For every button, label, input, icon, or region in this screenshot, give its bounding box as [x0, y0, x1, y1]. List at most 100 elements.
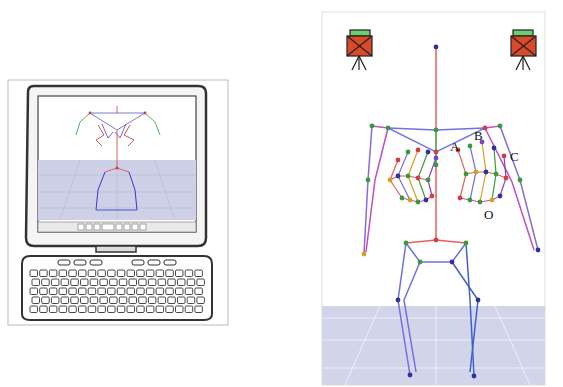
keyboard-key — [137, 270, 145, 277]
marker-dot — [536, 248, 541, 253]
keyboard-key — [176, 288, 184, 295]
keyboard-key — [59, 306, 67, 313]
keyboard-key — [195, 288, 203, 295]
marker-dot — [468, 198, 473, 203]
marker-dot — [504, 176, 509, 181]
keyboard-key — [127, 270, 135, 277]
keyboard-key — [148, 279, 156, 286]
keyboard-key — [79, 270, 87, 277]
point-label: C — [510, 150, 519, 163]
marker-dot — [472, 374, 477, 379]
keyboard-key — [117, 270, 125, 277]
keyboard-key — [51, 297, 59, 304]
floor-grid — [322, 306, 545, 385]
point-label: O — [484, 208, 493, 221]
keyboard-key — [119, 297, 127, 304]
marker-dot — [424, 198, 429, 203]
keyboard-key — [30, 306, 38, 313]
keyboard-key — [71, 279, 79, 286]
marker-dot — [362, 252, 367, 257]
keyboard-key — [168, 297, 176, 304]
keyboard-key — [81, 297, 89, 304]
marker-dot — [464, 241, 469, 246]
keyboard-key — [108, 270, 116, 277]
keyboard-key — [79, 288, 87, 295]
keyboard-key — [49, 306, 57, 313]
keyboard-key — [146, 288, 154, 295]
marker-dot — [408, 373, 413, 378]
marker-dot — [418, 260, 423, 265]
keyboard-key — [195, 306, 203, 313]
keyboard-key — [90, 297, 98, 304]
keyboard-key — [137, 288, 145, 295]
keyboard-key — [88, 270, 96, 277]
panel-frame — [322, 12, 545, 385]
marker-dot — [366, 178, 371, 183]
keyboard-key — [117, 288, 125, 295]
keyboard-key — [30, 270, 38, 277]
marker-dot — [434, 45, 439, 50]
keyboard-key — [117, 306, 125, 313]
marker-dot — [502, 154, 507, 159]
marker-dot — [408, 198, 413, 203]
keyboard-key — [185, 306, 193, 313]
marker-dot — [400, 196, 405, 201]
keyboard-key — [90, 279, 98, 286]
marker-dot — [396, 158, 401, 163]
keyboard-key — [185, 288, 193, 295]
marker-dot — [490, 198, 495, 203]
keyboard-key — [129, 279, 137, 286]
keyboard-key — [146, 270, 154, 277]
keyboard-key — [156, 306, 164, 313]
marker-dot — [396, 298, 401, 303]
camera-icon — [347, 30, 372, 70]
keyboard-key — [197, 279, 205, 286]
keyboard-key — [166, 288, 174, 295]
marker-dot — [406, 150, 411, 155]
keyboard-key — [100, 279, 108, 286]
keyboard-key — [127, 306, 135, 313]
keyboard-key — [108, 288, 116, 295]
keyboard-key — [166, 270, 174, 277]
keyboard-key — [129, 297, 137, 304]
keyboard-key — [40, 306, 48, 313]
keyboard-key — [158, 297, 166, 304]
keyboard-key — [139, 297, 147, 304]
keyboard-key — [51, 279, 59, 286]
keyboard-key — [178, 297, 186, 304]
keyboard-key — [168, 279, 176, 286]
marker-dot — [370, 124, 375, 129]
keyboard-key — [110, 297, 118, 304]
keyboard-key — [98, 306, 106, 313]
computer-drawing — [22, 86, 212, 320]
keyboard-key — [146, 306, 154, 313]
skeleton-figure — [364, 47, 538, 376]
marker-dot — [468, 144, 473, 149]
marker-dot — [450, 260, 455, 265]
keyboard-key — [69, 288, 77, 295]
marker-dot — [416, 176, 421, 181]
keyboard-key — [32, 297, 40, 304]
keyboard-key — [69, 270, 77, 277]
keyboard-key — [42, 279, 50, 286]
keyboard-key — [156, 270, 164, 277]
marker-dot — [483, 126, 488, 131]
marker-dots — [362, 45, 541, 379]
marker-dot — [434, 156, 439, 161]
keyboard-key — [59, 288, 67, 295]
marker-dot — [474, 170, 479, 175]
keyboard-key — [98, 288, 106, 295]
keyboard-key — [61, 297, 69, 304]
marker-dot — [404, 241, 409, 246]
keyboard-key — [40, 270, 48, 277]
panel-frame — [8, 80, 228, 325]
marker-dot — [426, 178, 431, 183]
marker-dot — [494, 172, 499, 177]
keyboard-key — [119, 279, 127, 286]
marker-dot — [426, 150, 431, 155]
marker-dot — [406, 174, 411, 179]
marker-dot — [476, 298, 481, 303]
keyboard-key — [79, 306, 87, 313]
keyboard-key — [127, 288, 135, 295]
keyboard-key — [61, 279, 69, 286]
